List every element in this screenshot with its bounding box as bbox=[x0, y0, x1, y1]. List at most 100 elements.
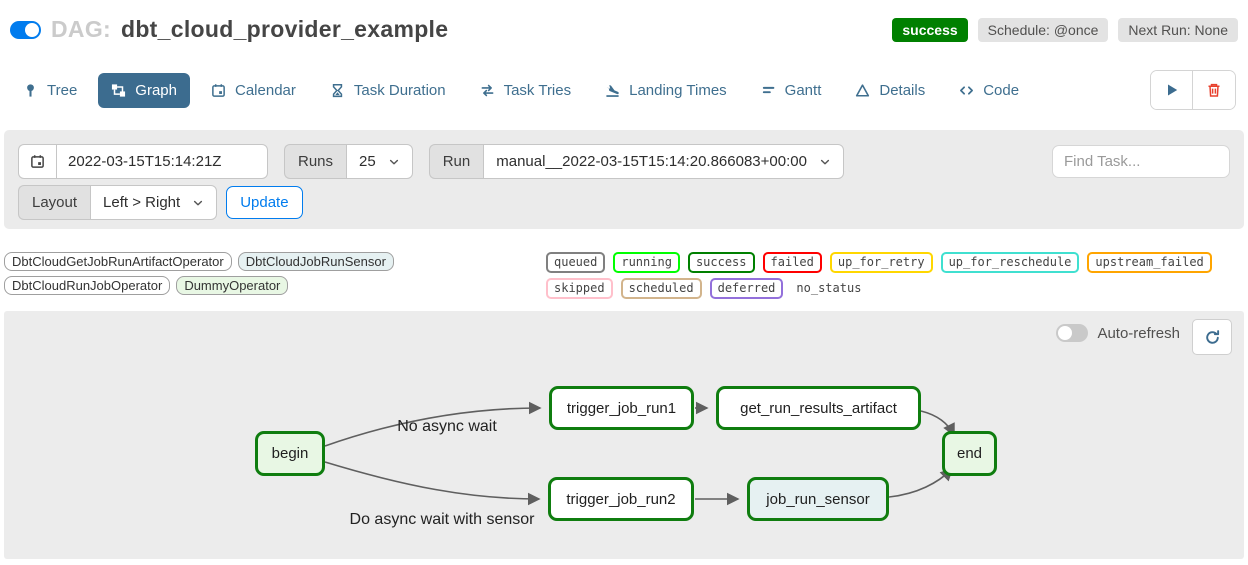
run-label: Run bbox=[428, 144, 484, 179]
legend: DbtCloudGetJobRunArtifactOperator DbtClo… bbox=[4, 252, 1244, 299]
auto-refresh-label: Auto-refresh bbox=[1097, 324, 1180, 342]
tab-label: Code bbox=[983, 81, 1020, 99]
graph-edges bbox=[324, 401, 955, 506]
status-badge-running[interactable]: running bbox=[613, 252, 680, 273]
status-badge-up-for-reschedule[interactable]: up_for_reschedule bbox=[940, 252, 1080, 273]
delete-dag-button[interactable] bbox=[1193, 71, 1235, 109]
layout-select-value: Left > Right bbox=[103, 194, 181, 211]
layout-select[interactable]: Left > Right bbox=[90, 185, 218, 220]
edge-begin-run1 bbox=[324, 401, 542, 447]
operator-badge-dummy: DummyOperator bbox=[176, 276, 289, 295]
status-label-no-status: no_status bbox=[796, 281, 862, 295]
chevron-down-icon bbox=[388, 156, 400, 168]
status-badge-deferred[interactable]: deferred bbox=[709, 278, 784, 299]
tab-label: Task Tries bbox=[503, 81, 572, 99]
dag-pause-toggle[interactable] bbox=[10, 20, 41, 39]
auto-refresh-control: Auto-refresh bbox=[1056, 324, 1180, 342]
toggle-knob bbox=[25, 22, 39, 37]
runs-count-select[interactable]: 25 bbox=[346, 144, 413, 179]
schedule-badge: Schedule: @once bbox=[977, 18, 1109, 42]
tab-details[interactable]: Details bbox=[842, 73, 938, 108]
operator-badge-dbt-sensor: DbtCloudJobRunSensor bbox=[237, 252, 394, 271]
landing-icon bbox=[605, 83, 620, 98]
graph-node-end[interactable]: end bbox=[942, 431, 997, 476]
layout-group: Layout Left > Right bbox=[18, 185, 218, 220]
status-badge-skipped[interactable]: skipped bbox=[546, 278, 613, 299]
tab-label: Tree bbox=[47, 81, 78, 99]
tab-label: Details bbox=[879, 81, 926, 99]
status-badge-failed[interactable]: failed bbox=[762, 252, 822, 273]
play-icon bbox=[1164, 82, 1180, 98]
hourglass-icon bbox=[330, 83, 345, 98]
base-date-group bbox=[18, 144, 268, 179]
auto-refresh-toggle[interactable] bbox=[1056, 324, 1089, 342]
date-picker-button[interactable] bbox=[18, 144, 56, 179]
dag-graph-canvas[interactable]: No async wait Do async wait with sensor … bbox=[4, 311, 1244, 559]
graph-node-get_run_results_artifact[interactable]: get_run_results_artifact bbox=[716, 386, 921, 430]
graph-icon bbox=[111, 83, 126, 98]
dag-header: DAG: dbt_cloud_provider_example success … bbox=[0, 0, 1248, 43]
graph-node-trigger_job_run2[interactable]: trigger_job_run2 bbox=[548, 477, 694, 521]
calendar-icon bbox=[30, 154, 45, 169]
runs-group: Runs 25 bbox=[284, 144, 413, 179]
chevron-down-icon bbox=[192, 197, 204, 209]
tab-graph[interactable]: Graph bbox=[98, 72, 190, 108]
edge-label-no-async-wait: No async wait bbox=[397, 418, 497, 435]
status-legend: queued running success failed up_for_ret… bbox=[546, 252, 1244, 299]
refresh-icon bbox=[1204, 329, 1221, 346]
toggle-knob bbox=[1058, 326, 1073, 340]
runs-label: Runs bbox=[284, 144, 347, 179]
calendar-icon bbox=[211, 83, 226, 98]
refresh-button[interactable] bbox=[1192, 319, 1232, 355]
edge-label-do-async-wait: Do async wait with sensor bbox=[349, 511, 535, 528]
run-group: Run manual__2022-03-15T15:14:20.866083+0… bbox=[428, 144, 844, 179]
tab-code[interactable]: Code bbox=[946, 73, 1032, 108]
tab-label: Gantt bbox=[784, 81, 822, 99]
tab-calendar[interactable]: Calendar bbox=[198, 73, 309, 108]
status-badge-scheduled[interactable]: scheduled bbox=[620, 278, 702, 299]
operator-badge-dbt-get-artifact: DbtCloudGetJobRunArtifactOperator bbox=[4, 252, 232, 271]
tab-list: Tree Graph Calendar Task Duration bbox=[10, 72, 1032, 108]
operator-badge-dbt-run-job: DbtCloudRunJobOperator bbox=[4, 276, 171, 295]
next-run-badge: Next Run: None bbox=[1118, 18, 1238, 42]
view-tabs: Tree Graph Calendar Task Duration bbox=[0, 43, 1248, 110]
tab-label: Task Duration bbox=[353, 81, 446, 99]
run-select-value: manual__2022-03-15T15:14:20.866083+00:00 bbox=[496, 153, 807, 170]
status-badge-success[interactable]: success bbox=[687, 252, 755, 273]
operator-legend: DbtCloudGetJobRunArtifactOperator DbtClo… bbox=[4, 252, 546, 295]
filter-panel: Runs 25 Run manual__2022-03-15T15:14:20.… bbox=[4, 130, 1244, 229]
runs-count-value: 25 bbox=[359, 153, 376, 170]
base-date-input[interactable] bbox=[56, 144, 268, 179]
tree-icon bbox=[23, 83, 38, 98]
layout-label: Layout bbox=[18, 185, 91, 220]
graph-node-begin[interactable]: begin bbox=[255, 431, 325, 476]
trigger-dag-button[interactable] bbox=[1151, 71, 1193, 109]
graph-node-trigger_job_run1[interactable]: trigger_job_run1 bbox=[549, 386, 694, 430]
status-badge-upstream-failed[interactable]: upstream_failed bbox=[1087, 252, 1212, 273]
page-title: dbt_cloud_provider_example bbox=[120, 16, 449, 42]
code-icon bbox=[959, 83, 974, 98]
tab-tree[interactable]: Tree bbox=[10, 73, 90, 108]
edge-sensor-end bbox=[888, 467, 954, 498]
chevron-down-icon bbox=[819, 156, 831, 168]
trash-icon bbox=[1206, 82, 1222, 98]
status-badge[interactable]: success bbox=[892, 18, 968, 42]
edge-begin-run2 bbox=[324, 461, 541, 506]
graph-node-job_run_sensor[interactable]: job_run_sensor bbox=[747, 477, 889, 521]
find-task-input[interactable] bbox=[1052, 145, 1230, 178]
tab-task-duration[interactable]: Task Duration bbox=[317, 73, 459, 108]
dag-label-prefix: DAG: bbox=[51, 16, 111, 42]
tab-gantt[interactable]: Gantt bbox=[748, 73, 835, 108]
tab-label: Graph bbox=[135, 81, 177, 99]
run-select[interactable]: manual__2022-03-15T15:14:20.866083+00:00 bbox=[483, 144, 844, 179]
gantt-icon bbox=[761, 83, 776, 98]
details-icon bbox=[855, 83, 870, 98]
dag-action-buttons bbox=[1150, 70, 1236, 110]
status-badge-queued[interactable]: queued bbox=[546, 252, 606, 273]
repeat-icon bbox=[480, 83, 495, 98]
tab-landing-times[interactable]: Landing Times bbox=[592, 73, 740, 108]
tab-task-tries[interactable]: Task Tries bbox=[467, 73, 585, 108]
update-button[interactable]: Update bbox=[226, 186, 303, 219]
status-badge-up-for-retry[interactable]: up_for_retry bbox=[829, 252, 933, 273]
